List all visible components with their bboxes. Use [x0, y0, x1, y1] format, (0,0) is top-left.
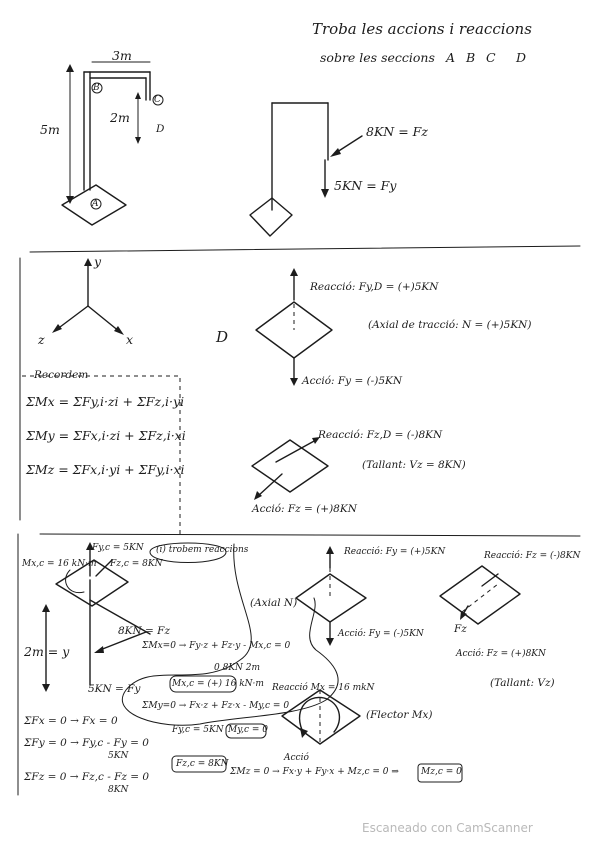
- load-fz-label: 8KN = Fz: [366, 124, 428, 139]
- section-d-reaction-shear: Reacció: Fz,D = (-)8KN: [318, 429, 443, 441]
- section-c-fyc-label: Fy,c = 5KN: [92, 543, 144, 553]
- problem-title-line2: sobre les seccions: [320, 50, 435, 65]
- divider-top: [29, 245, 581, 253]
- section-c-moment-label: Mx,c = 16 kN·m: [22, 559, 97, 569]
- frame-point-b: B: [93, 83, 100, 93]
- section-c-fzc-label: Fz,c = 8KN: [110, 559, 163, 569]
- section-c-eq-fx: ΣFx = 0 → Fx = 0: [24, 715, 118, 727]
- axis-y-label: y: [94, 254, 102, 269]
- section-d-axial-note: (Axial de tracció: N = (+)5KN): [368, 319, 532, 331]
- section-c-shear-tag: (Tallant: Vz): [490, 677, 555, 689]
- section-c-eq-fy-sub: 5KN: [108, 751, 129, 761]
- section-c-reaction-axial: Reacció: Fy = (+)5KN: [344, 547, 446, 557]
- section-c-axial-sketch: [295, 546, 367, 646]
- frame-sketch: [61, 61, 164, 226]
- section-c-eq-mx-sub: 0 8KN 2m: [214, 663, 261, 673]
- section-a-label: A: [446, 50, 456, 65]
- section-c-fyc-box: Fy,c = 5KN: [172, 725, 224, 735]
- section-d-shear-note: (Tallant: Vz = 8KN): [362, 459, 466, 471]
- section-c-eq-mx: ΣMx=0 → Fy·z + Fz·y - Mx,c = 0: [142, 641, 291, 651]
- section-c-fy-load: 5KN = Fy: [88, 683, 141, 695]
- frame-point-c: C: [154, 95, 161, 105]
- section-c-action-shear: Acció: Fz = (+)8KN: [456, 649, 546, 659]
- load-fy-label: 5KN = Fy: [334, 178, 397, 193]
- section-c-reaction-moment: Reacció Mx = 16 mkN: [272, 683, 375, 693]
- reminder-box: [22, 375, 181, 538]
- section-c-eq-fz-sub: 8KN: [108, 785, 129, 795]
- reminder-my: ΣMy = ΣFx,i·zi + ΣFz,i·xi: [26, 428, 186, 443]
- frame-offset-dim: 2m: [110, 110, 130, 125]
- axes-sketch: [52, 258, 124, 335]
- reminder-mz: ΣMz = ΣFx,i·yi + ΣFy,i·xi: [26, 462, 185, 477]
- scanner-watermark: Escaneado con CamScanner: [362, 821, 533, 835]
- section-d-reaction-axial: Reacció: Fy,D = (+)5KN: [310, 281, 439, 293]
- problem-title-line1: Troba les accions i reaccions: [312, 20, 532, 38]
- section-c-action-moment: Acció: [284, 753, 309, 763]
- section-d-action-shear: Acció: Fz = (+)8KN: [252, 503, 357, 515]
- reminder-title: Recordem: [34, 369, 89, 381]
- section-c-moment-tag: (Flector Mx): [366, 709, 433, 721]
- section-c-eq-mz: ΣMz = 0 → Fx·y + Fy·x + Mz,c = 0 ⇒: [230, 767, 399, 777]
- frame-span-dim: 3m: [112, 48, 132, 63]
- section-d-marker: D: [216, 328, 229, 346]
- section-c-shear-fz: Fz: [454, 623, 467, 635]
- section-c-axial-tag: (Axial N): [250, 597, 298, 609]
- section-c-fzc-box: Fz,c = 8KN: [176, 759, 229, 769]
- divider-middle: [39, 533, 581, 537]
- section-c-sketch: [42, 542, 339, 726]
- section-c-mxc-value: Mx,c = (+) 16 kN·m: [172, 679, 264, 689]
- section-c-eq-fz: ΣFz = 0 → Fz,c - Fz = 0: [24, 771, 150, 783]
- section-c-fz-load: 8KN = Fz: [118, 625, 171, 637]
- section-c-label: C: [486, 50, 496, 65]
- axis-z-label: z: [38, 332, 45, 347]
- section-c-note: (i) trobem reaccions: [156, 545, 249, 555]
- section-c-eq-my: ΣMy=0 → Fx·z + Fz·x - My,c = 0: [142, 701, 290, 711]
- section-c-shear-sketch: [439, 565, 521, 625]
- section-d-shear-sketch: [251, 437, 329, 500]
- section-c-reaction-shear: Reacció: Fz = (-)8KN: [484, 551, 581, 561]
- frame-height-dim: 5m: [40, 122, 60, 137]
- section-c-action-axial: Acció: Fy = (-)5KN: [338, 629, 424, 639]
- section-c-moment-sketch: [281, 689, 361, 745]
- section-c-dim: 2m = y: [24, 644, 70, 659]
- section-d-action-axial: Acció: Fy = (-)5KN: [302, 375, 403, 387]
- section-c-myc: My,c = 0: [228, 725, 268, 735]
- section-d-axial-sketch: [255, 268, 333, 386]
- reminder-mx: ΣMx = ΣFy,i·zi + ΣFz,i·yi: [26, 394, 185, 409]
- loaded-frame-sketch: [249, 102, 363, 237]
- frame-point-a: A: [92, 199, 99, 209]
- frame-point-d: D: [156, 123, 165, 135]
- axis-x-label: x: [126, 332, 134, 347]
- section-c-mzc-box: Mz,c = 0: [421, 767, 462, 777]
- section-c-eq-fy: ΣFy = 0 → Fy,c - Fy = 0: [24, 737, 149, 749]
- section-d-label: D: [516, 50, 527, 65]
- section-b-label: B: [466, 50, 476, 65]
